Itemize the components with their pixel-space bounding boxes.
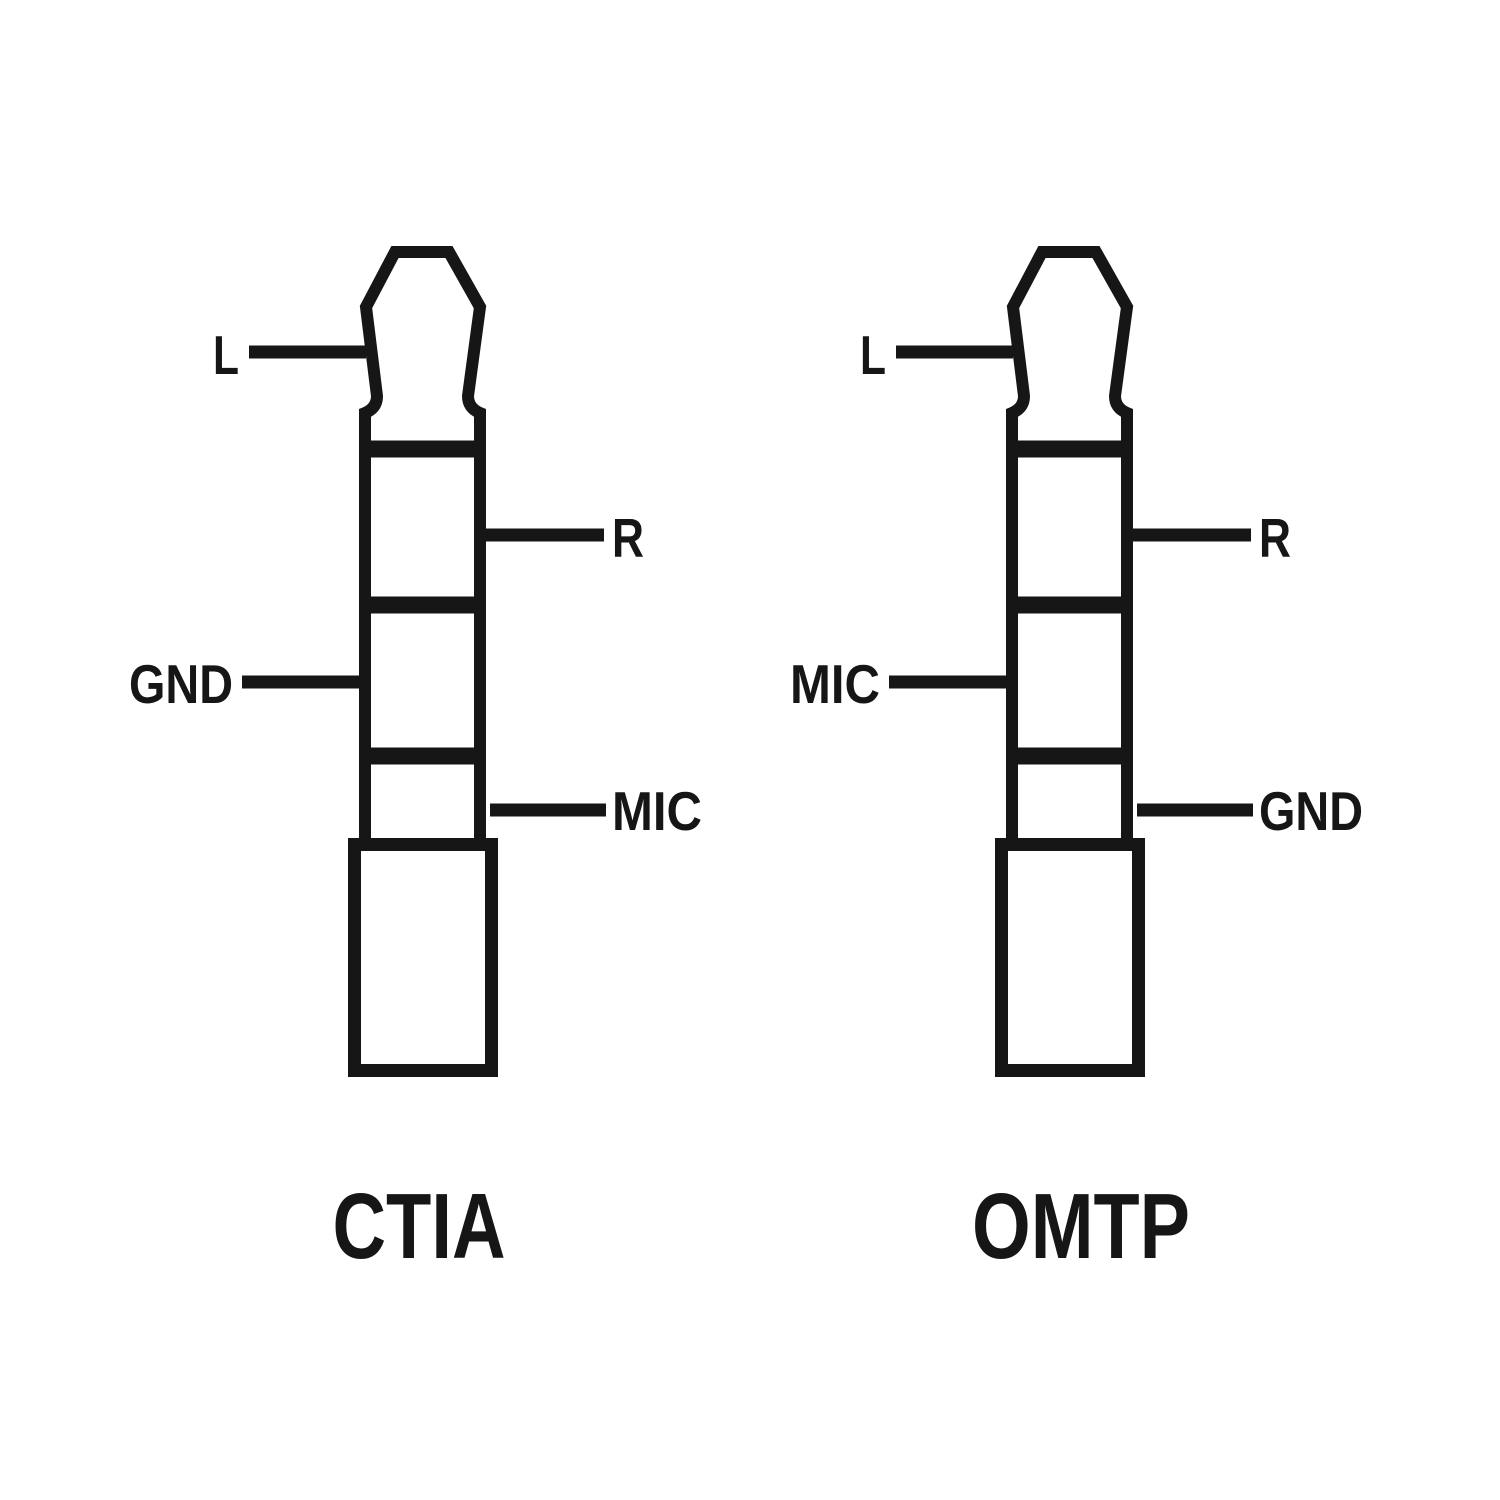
omtp-plug-body <box>995 838 1145 1077</box>
ctia-sleeve2-label: MIC <box>612 780 702 842</box>
omtp-title: OMTP <box>972 1174 1190 1278</box>
ctia-tip-label: L <box>213 324 239 386</box>
ctia-title: CTIA <box>333 1174 506 1278</box>
omtp-sleeve2-label: GND <box>1259 780 1363 842</box>
ctia-sleeve1-label: GND <box>129 653 233 715</box>
omtp-plug-outline <box>1006 246 1134 844</box>
omtp-sleeve1-label: MIC <box>790 653 880 715</box>
omtp-ring-label: R <box>1259 507 1291 569</box>
ctia-plug-body <box>348 838 498 1077</box>
ctia-plug-outline <box>359 246 487 844</box>
omtp-plug-figure: L R MIC GND <box>790 246 1363 1077</box>
omtp-tip-label: L <box>860 324 886 386</box>
ctia-ring-label: R <box>612 507 644 569</box>
ctia-plug-figure: L R GND MIC <box>129 246 702 1077</box>
